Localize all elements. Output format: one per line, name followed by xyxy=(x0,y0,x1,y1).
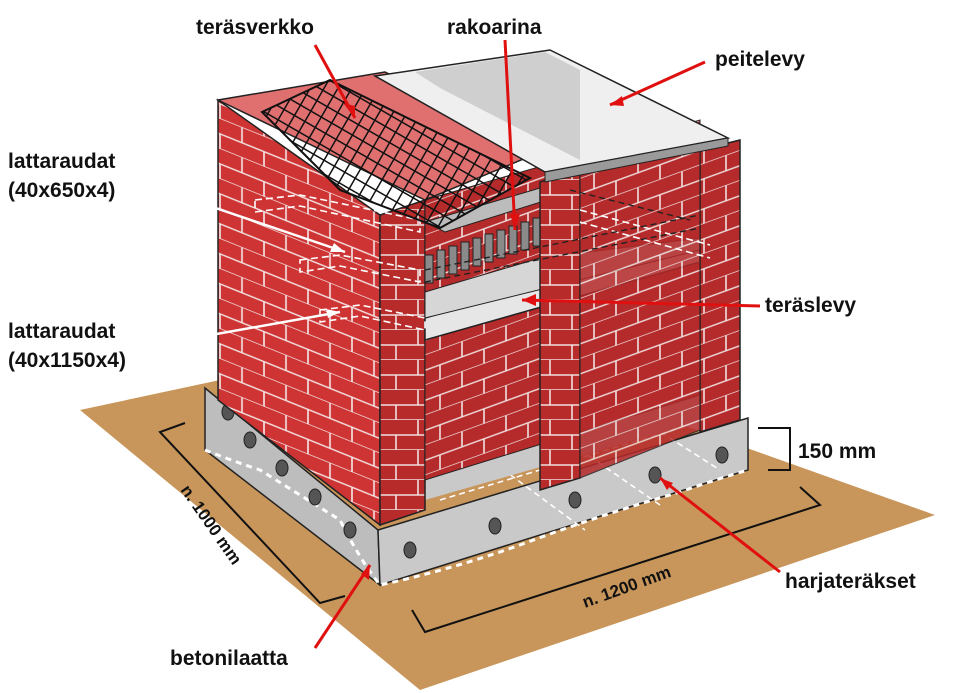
height-dimension-bracket xyxy=(758,427,791,471)
label-harjateraksit: harjateräkset xyxy=(785,570,916,593)
middle-pillar xyxy=(539,168,581,492)
leader-lines-white xyxy=(147,183,346,347)
width-dimension-line xyxy=(411,486,822,634)
flat-bars-dashed xyxy=(254,194,711,331)
cover-plate-edge xyxy=(544,137,729,183)
label-teraslevy: teräslevy xyxy=(765,294,856,317)
left-front-pillar xyxy=(379,198,426,527)
label-lattaraudat-2-line1: lattaraudat xyxy=(8,320,115,343)
label-lattaraudat-1-line2: (40x650x4) xyxy=(8,179,115,202)
leader-lines-red xyxy=(313,39,781,649)
label-lattaraudat-1-line1: lattaraudat xyxy=(8,150,115,173)
label-terasverkko: teräsverkko xyxy=(196,16,314,39)
flat-bars-dashed-black xyxy=(424,189,701,283)
cover-plate-shading xyxy=(415,52,580,160)
right-inner-wall xyxy=(579,149,701,479)
leader-arrowheads xyxy=(326,96,673,580)
depth-dimension-line xyxy=(158,422,346,605)
steel-mesh xyxy=(260,78,533,230)
height-dimension-label: 150 mm xyxy=(798,440,876,463)
label-peitelevy: peitelevy xyxy=(715,48,805,71)
label-lattaraudat-2-line2: (40x1150x4) xyxy=(8,349,126,372)
right-brick-wall xyxy=(699,139,741,434)
label-betonilaatta: betonilaatta xyxy=(170,647,288,670)
label-rakoarina: rakoarina xyxy=(447,16,542,39)
